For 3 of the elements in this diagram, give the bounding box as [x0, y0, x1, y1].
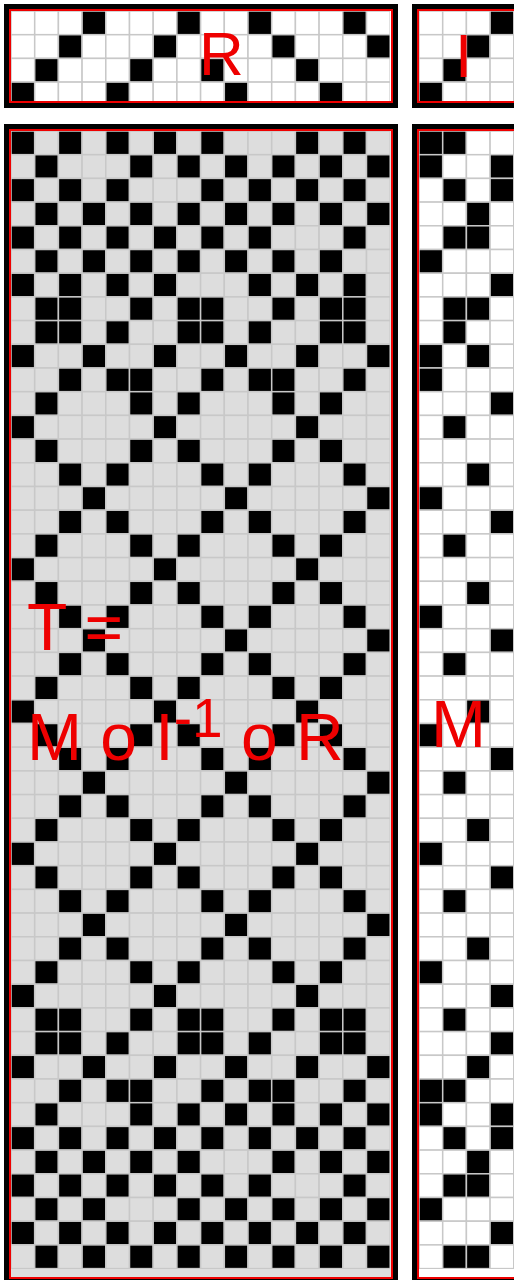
grid-panel	[4, 4, 398, 108]
grid-panel	[412, 4, 514, 108]
formula-label: R	[199, 23, 244, 85]
